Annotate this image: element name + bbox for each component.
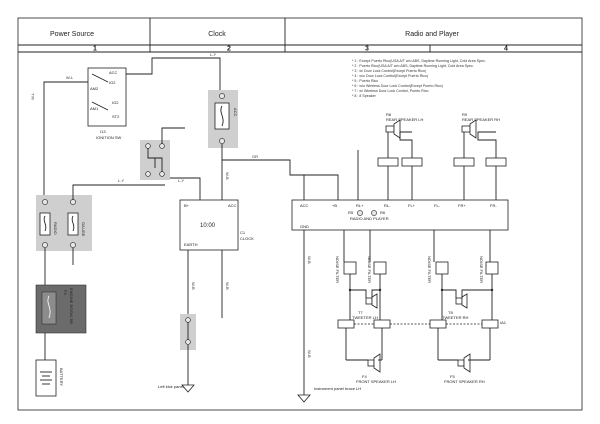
- svg-text:FR-: FR-: [490, 203, 497, 208]
- column-4: 4: [504, 46, 508, 53]
- svg-text:IG2: IG2: [112, 100, 119, 105]
- svg-text:ACC: ACC: [233, 108, 238, 117]
- svg-text:TWEETER RH: TWEETER RH: [442, 315, 469, 320]
- svg-text:W-B: W-B: [225, 282, 230, 290]
- svg-text:GAUGE: GAUGE: [81, 222, 86, 237]
- tweeter-lh: [365, 297, 373, 305]
- ground-symbol-center: [297, 394, 311, 403]
- wire-l-y-top: [126, 57, 221, 90]
- svg-text:FL-: FL-: [434, 203, 441, 208]
- svg-text:W-B: W-B: [225, 172, 230, 180]
- ground-symbol-left: [181, 384, 195, 393]
- svg-text:T8: T8: [448, 310, 453, 315]
- svg-text:F4: F4: [362, 374, 367, 379]
- rear-speaker-rh: [461, 125, 471, 133]
- section-radio-player: Radio and Player: [405, 31, 459, 38]
- svg-text:R5: R5: [348, 210, 354, 215]
- radio-and-player: [291, 199, 509, 231]
- svg-text:TWEETER LH: TWEETER LH: [352, 315, 378, 320]
- radio-label: RADIO AND PLAYER: [350, 216, 389, 221]
- front-speaker-rh: [457, 359, 465, 367]
- svg-text:IA1: IA1: [500, 320, 507, 325]
- svg-text:B+: B+: [184, 203, 190, 208]
- section-power-source: Power Source: [50, 31, 94, 38]
- battery-label: BATTERY: [59, 368, 64, 386]
- svg-text:GND: GND: [300, 224, 309, 229]
- svg-text:ST2: ST2: [112, 114, 120, 119]
- battery: [35, 359, 57, 397]
- svg-text:FL+: FL+: [408, 203, 416, 208]
- svg-text:F4: F4: [63, 290, 68, 295]
- svg-text:ACC: ACC: [228, 203, 237, 208]
- svg-text:W-L: W-L: [30, 92, 35, 100]
- svg-text:+B: +B: [332, 203, 337, 208]
- svg-text:* 7 : w/ Wireless Door Lock Co: * 7 : w/ Wireless Door Lock Control, Pue…: [352, 89, 429, 93]
- svg-text:RADIO: RADIO: [53, 222, 58, 235]
- svg-text:L-Y: L-Y: [210, 52, 217, 57]
- clock-unit: [179, 199, 239, 251]
- front-speaker-lh: [367, 359, 375, 367]
- section-clock: Clock: [208, 31, 226, 38]
- svg-text:ACC: ACC: [300, 203, 309, 208]
- ground-instrument-brace: Instrument panel brace LH: [314, 386, 361, 391]
- svg-text:R9: R9: [462, 112, 468, 117]
- wire-w-l: [43, 81, 88, 200]
- svg-text:AM2: AM2: [90, 86, 99, 91]
- column-3: 3: [365, 46, 369, 53]
- svg-text:* 6 : w/o Wireless Door Lock C: * 6 : w/o Wireless Door Lock Control(Exc…: [352, 84, 443, 88]
- svg-text:NOISE FILTER: NOISE FILTER: [427, 256, 432, 283]
- svg-text:GR: GR: [252, 154, 258, 159]
- svg-text:FR+: FR+: [458, 203, 466, 208]
- clock-display: 10:00: [200, 223, 216, 229]
- svg-text:REAR SPEAKER RH: REAR SPEAKER RH: [462, 117, 500, 122]
- svg-text:ACC: ACC: [109, 70, 118, 75]
- svg-text:R8: R8: [386, 112, 392, 117]
- svg-text:ENGINE ROOM J/B: ENGINE ROOM J/B: [69, 288, 74, 324]
- svg-text:FRONT SPEAKER LH: FRONT SPEAKER LH: [356, 379, 396, 384]
- svg-text:L-Y: L-Y: [118, 178, 125, 183]
- svg-text:L-Y: L-Y: [178, 178, 185, 183]
- svg-text:F5: F5: [450, 374, 455, 379]
- clock-label: CLOCK: [240, 236, 254, 241]
- column-2: 2: [227, 46, 231, 53]
- svg-text:* 5 : Puerto Rico: * 5 : Puerto Rico: [352, 79, 378, 83]
- svg-text:* 8 : 8 Speaker: * 8 : 8 Speaker: [352, 94, 377, 98]
- svg-text:AM1: AM1: [90, 106, 99, 111]
- svg-text:W-B: W-B: [307, 256, 312, 264]
- column-1: 1: [93, 46, 97, 53]
- svg-text:W-B: W-B: [191, 282, 196, 290]
- svg-text:NOISE FILTER: NOISE FILTER: [479, 256, 484, 283]
- svg-text:T7: T7: [358, 310, 363, 315]
- svg-text:* 3 : w/ Door Lock Control(Exc: * 3 : w/ Door Lock Control(Except Puerto…: [352, 69, 426, 73]
- wire-gr: [222, 159, 339, 200]
- svg-text:* 1 : Except Puerto Rico(USA A: * 1 : Except Puerto Rico(USA A/T w/o ABS…: [352, 59, 486, 63]
- svg-text:REAR SPEAKER LH: REAR SPEAKER LH: [386, 117, 423, 122]
- svg-text:IG2: IG2: [109, 80, 116, 85]
- tweeter-rh: [455, 297, 463, 305]
- svg-text:EARTH: EARTH: [184, 242, 198, 247]
- svg-text:FRONT SPEAKER RH: FRONT SPEAKER RH: [444, 379, 485, 384]
- ground-left-kick-panel: Left kick panel: [158, 384, 184, 389]
- svg-text:RL-: RL-: [384, 203, 391, 208]
- ignition-switch: [87, 67, 127, 127]
- svg-text:W-B: W-B: [307, 350, 312, 358]
- wire-l-y-mid: [72, 184, 165, 200]
- svg-text:NOISE FILTER: NOISE FILTER: [335, 256, 340, 283]
- svg-text:NOISE FILTER: NOISE FILTER: [367, 256, 372, 283]
- svg-text:R6: R6: [380, 210, 386, 215]
- svg-text:RL+: RL+: [356, 203, 364, 208]
- ignition-switch-label: IGNITION SW: [96, 135, 122, 140]
- svg-text:* 2 : Puerto Rico(USA A/T w/o: * 2 : Puerto Rico(USA A/T w/o ABS, Dayti…: [352, 64, 474, 68]
- svg-text:W-L: W-L: [66, 75, 74, 80]
- svg-text:C1: C1: [240, 230, 246, 235]
- svg-text:I13: I13: [100, 129, 106, 134]
- svg-text:* 4 : w/o Door Lock Control(Ex: * 4 : w/o Door Lock Control(Except Puert…: [352, 74, 428, 78]
- diagram-frame: [17, 17, 583, 411]
- rear-speaker-lh: [385, 125, 395, 133]
